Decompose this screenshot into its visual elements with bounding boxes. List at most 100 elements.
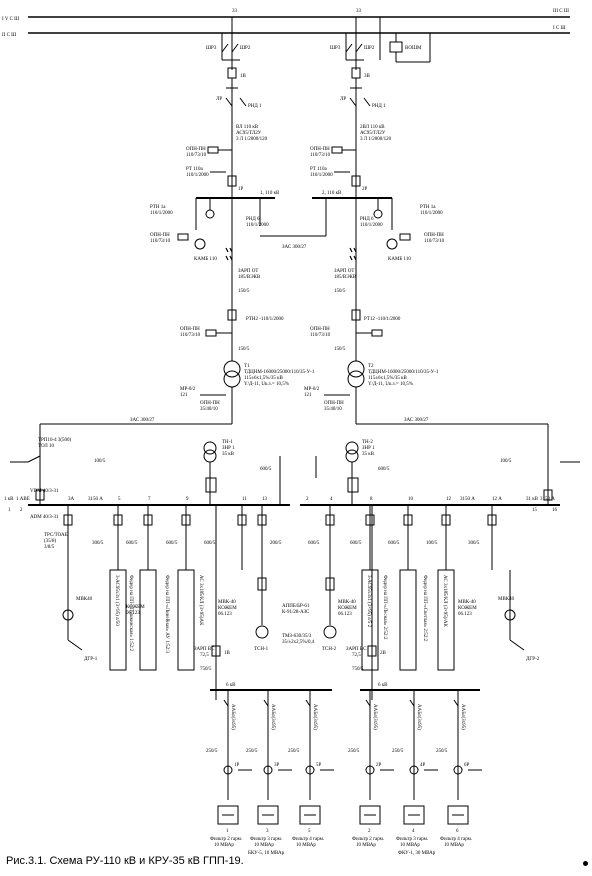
kru-right-idx-2: 16 <box>552 508 558 513</box>
bank-cable-label: ААБл(3х95) <box>460 704 465 730</box>
sub-tt-left-sub: 185/ВЭКВ <box>238 275 261 280</box>
filter-name: Фильтр 3 гарм. <box>396 837 428 842</box>
left-disc-b: ШР2 <box>240 46 251 51</box>
right-ld: ЛР <box>340 97 346 102</box>
filter-name: Фильтр 3 гарм. <box>250 837 282 842</box>
tn1-sub2: 35 кВ <box>222 452 235 457</box>
mpk-mid-right-sub: КОЖЕМ <box>338 606 357 611</box>
mpk-far-right: МВК40 <box>498 597 515 602</box>
filter-power: 10 МВАр <box>254 843 274 848</box>
right-rnd: РНД 1 <box>372 104 386 109</box>
mpk-left: МВК40 <box>76 597 93 602</box>
spec-left-sub: К-91/28-АЗС <box>282 610 310 615</box>
top-cell-left: 33 <box>232 9 238 14</box>
right-breaker-id: 3В <box>364 74 371 79</box>
sub-tt-right-sub: 185/ВЭКВ <box>334 275 357 280</box>
sub-tt-right: ЗАРП ОТ <box>334 269 354 274</box>
power-transformers: Т1 ТДЦНМ-16000/25000/110/35-У-1 115±6х1,… <box>40 345 548 425</box>
bank-breaker-icon <box>223 765 233 775</box>
dgr2-label: ДГР-2 <box>526 657 540 662</box>
bank-switch-id: 6Р <box>464 763 470 768</box>
filter-power: 10 МВАр <box>444 843 464 848</box>
t2-mr-sub: 121 <box>304 393 312 398</box>
ct-label: 200/5 <box>270 541 282 546</box>
kru-left-cell-b: 1 АВЕ <box>16 497 30 502</box>
bank-id: 4 <box>412 829 415 834</box>
mpk-right-sub2: 06.123 <box>458 612 472 617</box>
t1-cable: ЗАС 300/27 <box>130 418 155 423</box>
feeder-v8: АС 3х185/КЛ (3×95)/АК <box>442 575 447 627</box>
cell-id: 2 <box>306 497 309 502</box>
ct-right-600: 600/5 <box>378 467 390 472</box>
t2-label: Т2 <box>368 364 374 369</box>
tn2-sub: ЗНР 1 <box>362 446 375 451</box>
kru-vdm: VDM 40/3-31 <box>30 489 59 494</box>
substation-110kv: 1, 110 кВ 2, 110 кВ РТН 1а 110/1/2000 ОП… <box>150 186 445 352</box>
sub-opn-right: ОПН-ПН <box>424 233 444 238</box>
tmz-label: ТМЗ-630/35/3 <box>282 634 312 639</box>
lower-right-bus: 6 кВ <box>378 683 388 688</box>
bus-label-ii: II С Ш <box>2 33 16 38</box>
bank-ct-label: 250/5 <box>348 749 360 754</box>
t1-label: Т1 <box>244 364 250 369</box>
kru-right-cell-a: 31 кВ <box>526 497 539 502</box>
ct-label: 300/5 <box>468 541 480 546</box>
right-disc-a: ШР3 <box>330 46 341 51</box>
sub-rnd-left: РНД 6 <box>246 217 260 222</box>
left-opn: ОПН-ПН <box>186 147 206 152</box>
left-rte-sub: 110/1/2000 <box>186 173 209 178</box>
sub-opn2-right: ОПН-ПН <box>310 327 330 332</box>
kru-left-tt: ТРП10-4 3(500) <box>38 438 72 443</box>
kru-trans-label: ТРС/ТОАЕ <box>44 533 68 538</box>
sub-rtn-right-sub: 110/1/2000 <box>420 211 443 216</box>
bank-disconnector <box>263 699 269 707</box>
right-110kv-line: ШР3 ШР2 3В ЛР РНД 1 2ВЛ 110 кВ АС95/ТЛ2У… <box>310 17 392 192</box>
sub-cl-right: 150/5 <box>334 289 346 294</box>
sub-rtn-right: РТН 1а <box>420 205 436 210</box>
coupler-label: ВОШМ <box>405 46 422 51</box>
bank-ct-label: 250/5 <box>206 749 218 754</box>
sub-opn-left: ОПН-ПН <box>150 233 170 238</box>
bank-right-label: ФКУ-1, 30 МВАр <box>398 851 436 856</box>
kru-adm: ADM 40/3-31 <box>30 515 59 520</box>
filter-name: Фильтр 4 гарм. <box>292 837 324 842</box>
cell-id: 5 <box>118 497 121 502</box>
t1-model: ТДЦНМ-16000/25000/110/35-У-1 <box>244 370 315 375</box>
bank-cable-label: ААБл(3х95) <box>270 704 275 730</box>
sub-opn2-right-sub: 110/73/10 <box>310 333 331 338</box>
sub-opn-right-sub: 110/73/10 <box>424 239 445 244</box>
kru-left-tt2: ТОЛ 10 <box>38 444 54 449</box>
bank-capacitor-icon <box>447 805 469 825</box>
filter-power: 10 МВАр <box>296 843 316 848</box>
lower-left-ct: 750/5 <box>200 667 212 672</box>
right-line-label: 2ВЛ 110 кВ <box>360 125 385 130</box>
bank-breaker-icon <box>365 765 375 775</box>
feeder-v7: Фидер на ПП-«Светлая» 2:52:2 <box>422 575 427 642</box>
sub-opn2-left-sub: 110/73/10 <box>180 333 201 338</box>
left-sw: 1Р <box>238 187 244 192</box>
bank-id: 5 <box>308 829 311 834</box>
sub-rnd-left-sub: 110/1/2000 <box>246 223 269 228</box>
mpk-left-sub: КОЖЕМ <box>126 605 145 610</box>
mpk-mid-right: МВК-40 <box>338 600 356 605</box>
feeder-v6: 3-АС95х3х1 (3×95) л/5 2 <box>366 575 371 628</box>
lower-right-cable: ЗАРП ВС <box>346 647 367 652</box>
sub-opn-left-sub: 110/73/10 <box>150 239 171 244</box>
kru-trans-sub2: 3/8/5 <box>44 545 55 550</box>
t2-model: ТДЦНМ-16000/25000/110/35-У-1 <box>368 370 439 375</box>
mpk-mid-left: МВК-40 <box>218 600 236 605</box>
sub-bridge: ЗАС 300/27 <box>282 245 307 250</box>
cell-id: 9 <box>186 497 189 502</box>
ct-label: 600/5 <box>388 541 400 546</box>
left-rte: РТ 110а <box>186 167 203 172</box>
kru-trans-sub: (35/8) <box>44 539 57 544</box>
bank-disconnector <box>223 699 229 707</box>
right-line-sub2: 3 Л 1/2000/120 <box>360 137 392 142</box>
bank-cable-label: ААБл(3х95) <box>372 704 377 730</box>
tn2: ТН-2 <box>362 440 373 445</box>
mpk-right: МВК-40 <box>458 600 476 605</box>
bank-switch-id: 4Р <box>420 763 426 768</box>
cell-id: 11 <box>242 497 247 502</box>
ct-label: 600/5 <box>350 541 362 546</box>
bank-cable-label: ААБл(3х95) <box>416 704 421 730</box>
